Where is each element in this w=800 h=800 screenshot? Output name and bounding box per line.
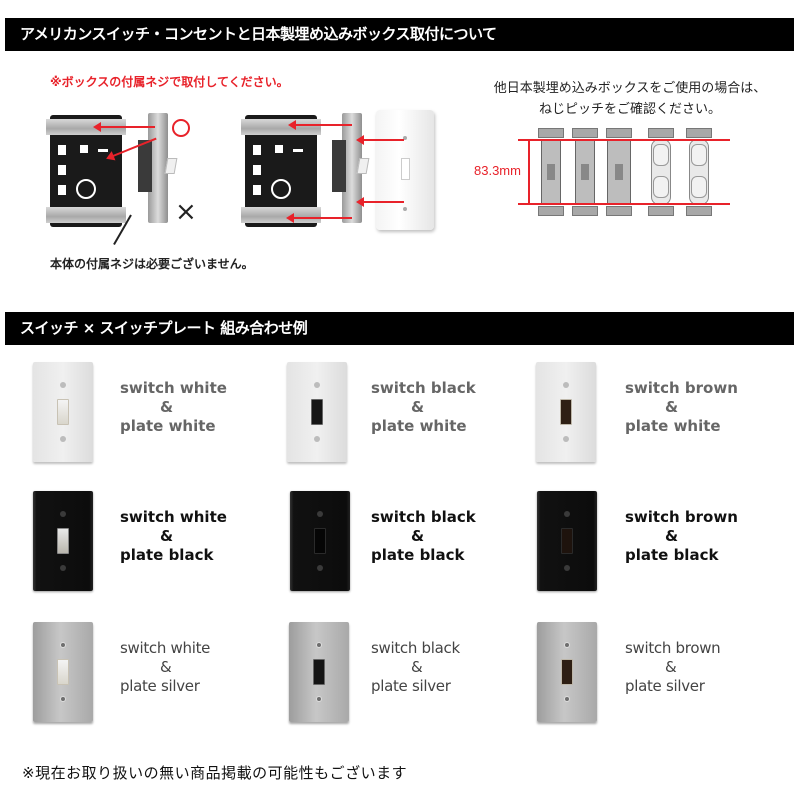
combo-label: switch white & plate black — [120, 508, 227, 564]
combo-item: switch brown & plate white — [536, 362, 796, 477]
plate-black-switch-brown-image — [537, 491, 597, 591]
section-header-installation: アメリカンスイッチ・コンセントと日本製埋め込みボックス取付について — [5, 18, 794, 51]
combo-label: switch black & plate silver — [371, 639, 460, 695]
arrow-icon — [93, 122, 155, 132]
other-box-note: 他日本製埋め込みボックスをご使用の場合は、 ねじピッチをご確認ください。 — [493, 81, 767, 117]
combo-item: switch white & plate black — [33, 491, 293, 606]
combo-item: switch black & plate black — [290, 491, 550, 606]
combo-label: switch white & plate silver — [120, 639, 211, 695]
plate-black-switch-black-image — [290, 491, 350, 591]
pitch-dimension-label: 83.3mm — [474, 163, 521, 178]
combo-label: switch brown & plate white — [625, 379, 738, 435]
combo-item: switch black & plate silver — [289, 622, 549, 737]
junction-box-image — [241, 115, 321, 227]
combo-label: switch black & plate black — [371, 508, 476, 564]
arrow-icon — [356, 197, 404, 207]
plate-silver-switch-white-image — [33, 622, 93, 722]
section-header-combinations: スイッチ × スイッチプレート 組み合わせ例 — [5, 312, 794, 345]
combo-label: switch brown & plate black — [625, 508, 738, 564]
plate-silver-switch-brown-image — [537, 622, 597, 722]
plate-white-switch-white-image — [33, 362, 93, 462]
ok-circle-icon — [172, 119, 190, 137]
availability-footnote: ※現在お取り扱いの無い商品掲載の可能性もございます — [22, 764, 408, 782]
combo-item: switch white & plate silver — [33, 622, 293, 737]
plate-white-switch-black-image — [287, 362, 347, 462]
combo-item: switch brown & plate black — [537, 491, 797, 606]
junction-box-image — [46, 115, 126, 227]
ng-cross-icon: × — [175, 197, 197, 227]
wall-plate-image — [376, 110, 434, 230]
plate-black-switch-white-image — [33, 491, 93, 591]
combo-label: switch white & plate white — [120, 379, 227, 435]
no-screw-note: 本体の付属ネジは必要ございません。 — [50, 257, 254, 271]
box-screw-note: ※ボックスの付属ネジで取付してください。 — [50, 75, 289, 89]
combo-item: switch black & plate white — [287, 362, 547, 477]
combo-label: switch black & plate white — [371, 379, 476, 435]
arrow-icon — [356, 135, 404, 145]
plate-silver-switch-black-image — [289, 622, 349, 722]
arrow-icon — [288, 120, 352, 130]
combo-label: switch brown & plate silver — [625, 639, 721, 695]
combo-item: switch white & plate white — [33, 362, 293, 477]
plate-white-switch-brown-image — [536, 362, 596, 462]
combo-item: switch brown & plate silver — [537, 622, 797, 737]
arrow-icon — [286, 213, 352, 223]
